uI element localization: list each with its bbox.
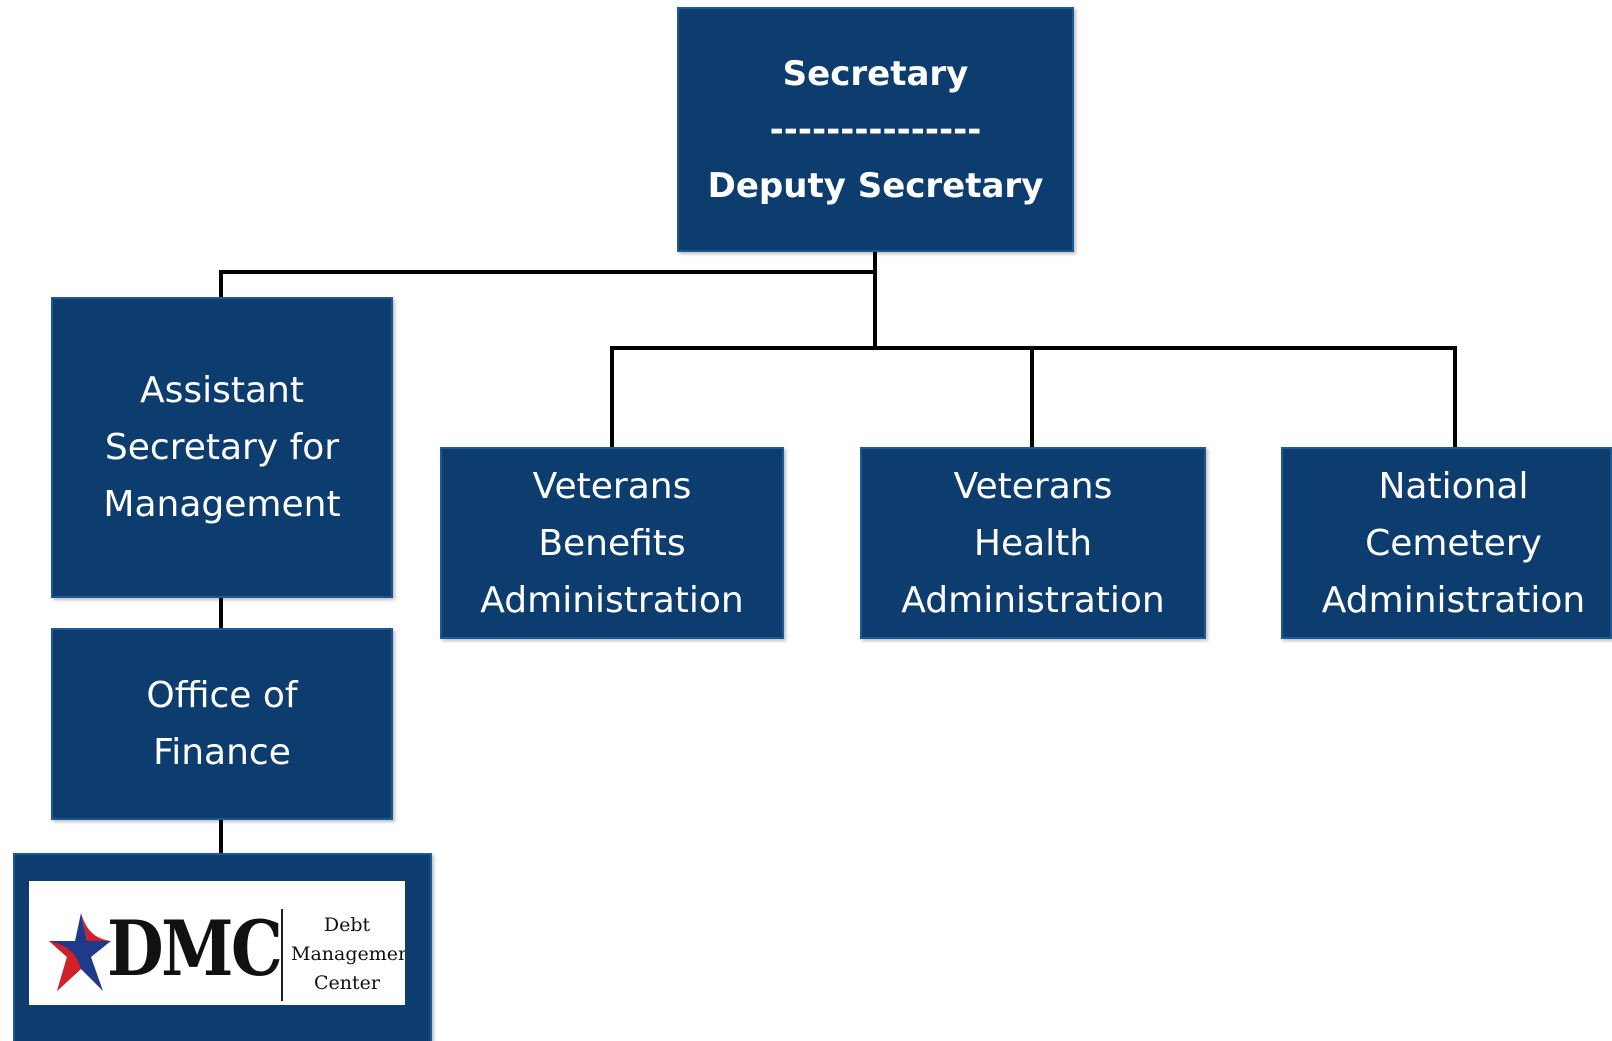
connector-vha-drop bbox=[1030, 346, 1034, 448]
dmc-logo-mark: DMC bbox=[107, 904, 283, 993]
connector-finance-to-dmc bbox=[219, 818, 223, 854]
office-of-finance-box: Office of Finance bbox=[51, 628, 393, 820]
assistant-secretary-box: Assistant Secretary for Management bbox=[51, 297, 393, 598]
dmc-logo: DMC Debt Management Center bbox=[29, 881, 405, 1005]
star-icon bbox=[49, 913, 111, 991]
connector-asm-to-finance bbox=[219, 596, 223, 630]
veterans-benefits-label: Veterans Benefits Administration bbox=[480, 465, 744, 621]
veterans-benefits-box: Veterans Benefits Administration bbox=[440, 447, 784, 639]
dmc-logo-divider bbox=[281, 909, 283, 1001]
office-of-finance-label: Office of Finance bbox=[146, 675, 298, 773]
connector-vba-drop bbox=[610, 346, 614, 448]
national-cemetery-label: National Cemetery Administration bbox=[1321, 465, 1586, 621]
connector-nca-drop bbox=[1453, 346, 1457, 448]
assistant-secretary-label: Assistant Secretary for Management bbox=[103, 370, 341, 525]
connector-top-trunk bbox=[873, 250, 877, 348]
connector-left-drop bbox=[219, 270, 223, 298]
veterans-health-box: Veterans Health Administration bbox=[860, 447, 1206, 639]
secretary-title: Secretary bbox=[782, 53, 969, 94]
secretary-box: Secretary --------------- Deputy Secreta… bbox=[677, 7, 1074, 252]
dmc-logo-frame: DMC Debt Management Center bbox=[13, 853, 432, 1041]
deputy-secretary-title: Deputy Secretary bbox=[707, 165, 1044, 206]
dmc-logo-subtitle: Debt Management Center bbox=[291, 914, 405, 994]
veterans-health-label: Veterans Health Administration bbox=[901, 465, 1165, 621]
title-separator: --------------- bbox=[769, 109, 982, 150]
connector-left-bar bbox=[219, 270, 875, 274]
national-cemetery-box: National Cemetery Administration bbox=[1281, 447, 1612, 639]
